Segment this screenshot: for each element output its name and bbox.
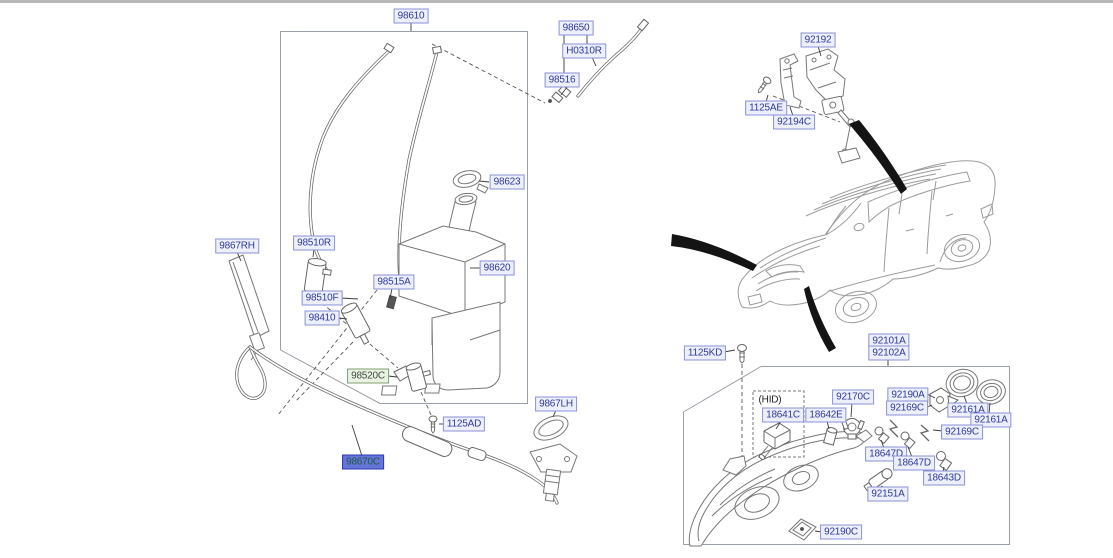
clip-92169c-2 <box>919 424 930 442</box>
part-label-18641c[interactable]: 18641C <box>762 407 804 423</box>
part-label-98610[interactable]: 98610 <box>393 8 429 24</box>
bracket-9867rh <box>228 254 270 361</box>
part-label-92194c[interactable]: 92194C <box>773 114 815 130</box>
part-label-1125ad[interactable]: 1125AD <box>442 416 486 432</box>
part-label-98510r[interactable]: 98510R <box>293 235 335 251</box>
part-label-9867lh[interactable]: 9867LH <box>535 396 577 412</box>
socket-92170c <box>841 418 865 440</box>
part-label-18642e[interactable]: 18642E <box>805 407 847 423</box>
washer-pump-98520c <box>393 362 432 392</box>
part-label-92169c[interactable]: 92169C <box>886 400 928 416</box>
part-label-92102a[interactable]: 92102A <box>868 345 910 361</box>
bolt-1125kd <box>737 344 747 364</box>
bolt-1125ae <box>757 76 772 94</box>
window-border <box>0 0 1113 3</box>
ring-92161a-1 <box>945 368 979 398</box>
part-label-98510f[interactable]: 98510F <box>301 290 343 306</box>
reservoir-cap <box>452 170 489 194</box>
car-sketch <box>737 160 996 324</box>
part-label-h0310r[interactable]: H0310R <box>562 43 606 59</box>
part-label-92151a[interactable]: 92151A <box>867 486 909 502</box>
part-label-98623[interactable]: 98623 <box>489 174 525 190</box>
locator-arrows <box>671 120 907 352</box>
part-label-1125ae[interactable]: 1125AE <box>745 100 787 116</box>
part-label-92190c[interactable]: 92190C <box>820 524 862 540</box>
part-label-92161a[interactable]: 92161A <box>970 412 1012 428</box>
part-label-92192[interactable]: 92192 <box>800 32 836 48</box>
part-label-9867rh[interactable]: 9867RH <box>215 238 259 254</box>
part-label-98515a[interactable]: 98515A <box>373 274 415 290</box>
sensor-92192 <box>805 48 861 164</box>
hid-bulb-18641c <box>758 422 791 460</box>
part-label-18643d[interactable]: 18643D <box>923 470 965 486</box>
part-label-hid: (HID) <box>758 394 782 406</box>
washer-nozzle-assembly <box>529 443 578 502</box>
part-label-98620[interactable]: 98620 <box>479 260 515 276</box>
part-label-92170c[interactable]: 92170C <box>832 389 874 405</box>
cover-9867lh <box>533 415 569 441</box>
hose-98650 <box>548 18 650 104</box>
part-label-18647d[interactable]: 18647D <box>893 455 935 471</box>
cover-92190c <box>788 518 817 541</box>
part-label-98670c[interactable]: 98670C <box>342 454 384 470</box>
bulb-18642e <box>823 427 838 446</box>
part-label-1125kd[interactable]: 1125KD <box>683 345 727 361</box>
hid-option-box <box>752 390 805 458</box>
washer-hose-98670c <box>235 345 559 505</box>
bulb-18643d <box>936 451 953 472</box>
part-label-98650[interactable]: 98650 <box>558 20 594 36</box>
bracket-92194c <box>779 53 802 109</box>
washer-pump-98410 <box>340 302 371 345</box>
bolt-1125ad <box>428 415 438 434</box>
washer-reservoir <box>380 192 506 396</box>
clip-92169c-1 <box>888 419 899 438</box>
headlamp-assembly-box <box>683 366 1010 545</box>
ring-92161a-2 <box>976 379 1006 405</box>
part-label-98410[interactable]: 98410 <box>304 310 340 326</box>
headlamp-drawing <box>688 429 873 547</box>
part-label-92169c[interactable]: 92169C <box>941 424 983 440</box>
bulb-18647d-2 <box>900 431 916 450</box>
part-label-98516[interactable]: 98516 <box>544 72 580 88</box>
washer-assembly-box <box>280 31 528 404</box>
part-label-98520c[interactable]: 98520C <box>347 368 389 384</box>
